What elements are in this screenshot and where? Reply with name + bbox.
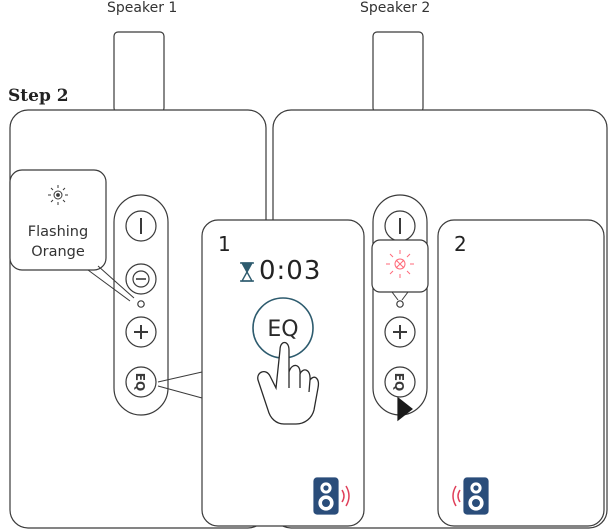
speaker-2-label: Speaker 2 <box>360 0 431 16</box>
speaker-1-label: Speaker 1 <box>107 0 178 16</box>
speaker-2-strap <box>372 31 424 113</box>
eq-press-button-label: EQ <box>267 317 298 342</box>
speaker-1-control-strip <box>113 194 169 416</box>
callout-line-1: Flashing <box>27 224 89 240</box>
speaker-2-plus-button[interactable] <box>384 316 416 348</box>
hourglass-icon <box>240 262 254 282</box>
speaker-2-led-indicator <box>396 300 404 308</box>
timer-readout: 0:03 <box>259 256 322 286</box>
flashing-orange-callout <box>9 169 135 302</box>
speaker-2-eq-button[interactable]: EQ <box>384 366 416 398</box>
sound-waves-icon-right <box>341 485 350 507</box>
flashing-light-icon <box>48 185 68 205</box>
speaker-2-led-callout <box>371 239 429 301</box>
speaker-icon-panel-1 <box>313 477 339 515</box>
speaker-1-eq-button[interactable]: EQ <box>125 366 157 398</box>
panel-2-number: 2 <box>454 232 467 256</box>
speaker-1-led-indicator <box>137 300 145 308</box>
panel-1-number: 1 <box>218 232 231 256</box>
speaker-1-strap <box>113 31 165 113</box>
panel-2 <box>437 219 605 527</box>
speaker-1-minus-button[interactable] <box>125 263 157 295</box>
speaker-1-power-button[interactable] <box>125 210 157 242</box>
speaker-1-plus-button[interactable] <box>125 316 157 348</box>
svg-text:EQ: EQ <box>133 373 147 391</box>
speaker-icon-panel-2 <box>463 477 489 515</box>
svg-text:EQ: EQ <box>392 373 406 391</box>
sound-waves-icon-left <box>452 485 461 507</box>
speaker-2-flashing-icon <box>386 250 414 278</box>
pointer-arrow-icon <box>397 396 413 422</box>
hand-press-icon <box>257 341 320 425</box>
callout-line-2: Orange <box>31 244 85 260</box>
step-label: Step 2 <box>8 86 69 106</box>
